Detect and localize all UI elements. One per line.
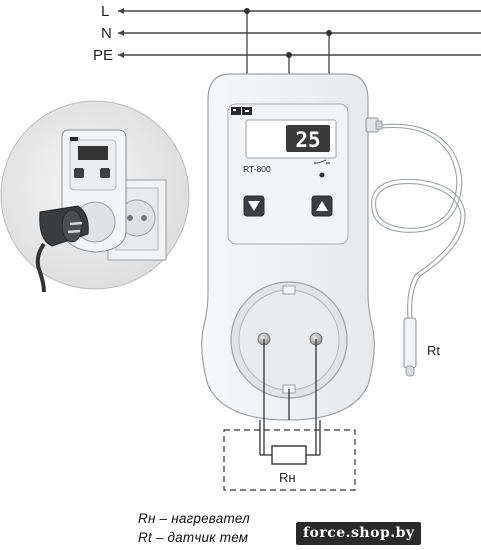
power-lines: [118, 10, 481, 56]
junction-dots: [244, 8, 332, 58]
relay-indicator-icon: [314, 159, 330, 178]
load-dashed-frame: [223, 429, 356, 491]
sensor-label: Rt: [427, 343, 440, 358]
inset-illustration: [0, 100, 190, 293]
sensor-cable: [371, 123, 466, 319]
outlet-socket: [230, 281, 348, 399]
supply-drops: [246, 11, 330, 75]
legend-line-sensor: Rt – датчик тем: [138, 530, 249, 545]
device-model-label: RT-800: [243, 164, 271, 174]
brand-logo-icon: [231, 107, 252, 115]
load-wires: [259, 339, 321, 456]
display-temperature: 25: [295, 128, 320, 152]
heater-resistor-icon: [271, 445, 307, 465]
legend-line-heater: Rн – нагревател: [138, 511, 250, 526]
display-screen: [286, 125, 330, 152]
line-l-label: L: [101, 3, 109, 20]
up-arrow-icon: [316, 201, 328, 211]
watermark: force.shop.by: [296, 522, 421, 545]
line-pe-label: PE: [93, 47, 113, 64]
heater-label: Rн: [279, 470, 296, 485]
down-arrow-icon: [248, 201, 260, 211]
line-arrows: [118, 8, 124, 58]
up-button[interactable]: [311, 195, 333, 217]
temperature-probe-icon: [403, 317, 417, 377]
thermostat-device: 25 RT-800: [201, 73, 383, 421]
down-button[interactable]: [243, 195, 265, 217]
line-n-label: N: [101, 25, 112, 42]
